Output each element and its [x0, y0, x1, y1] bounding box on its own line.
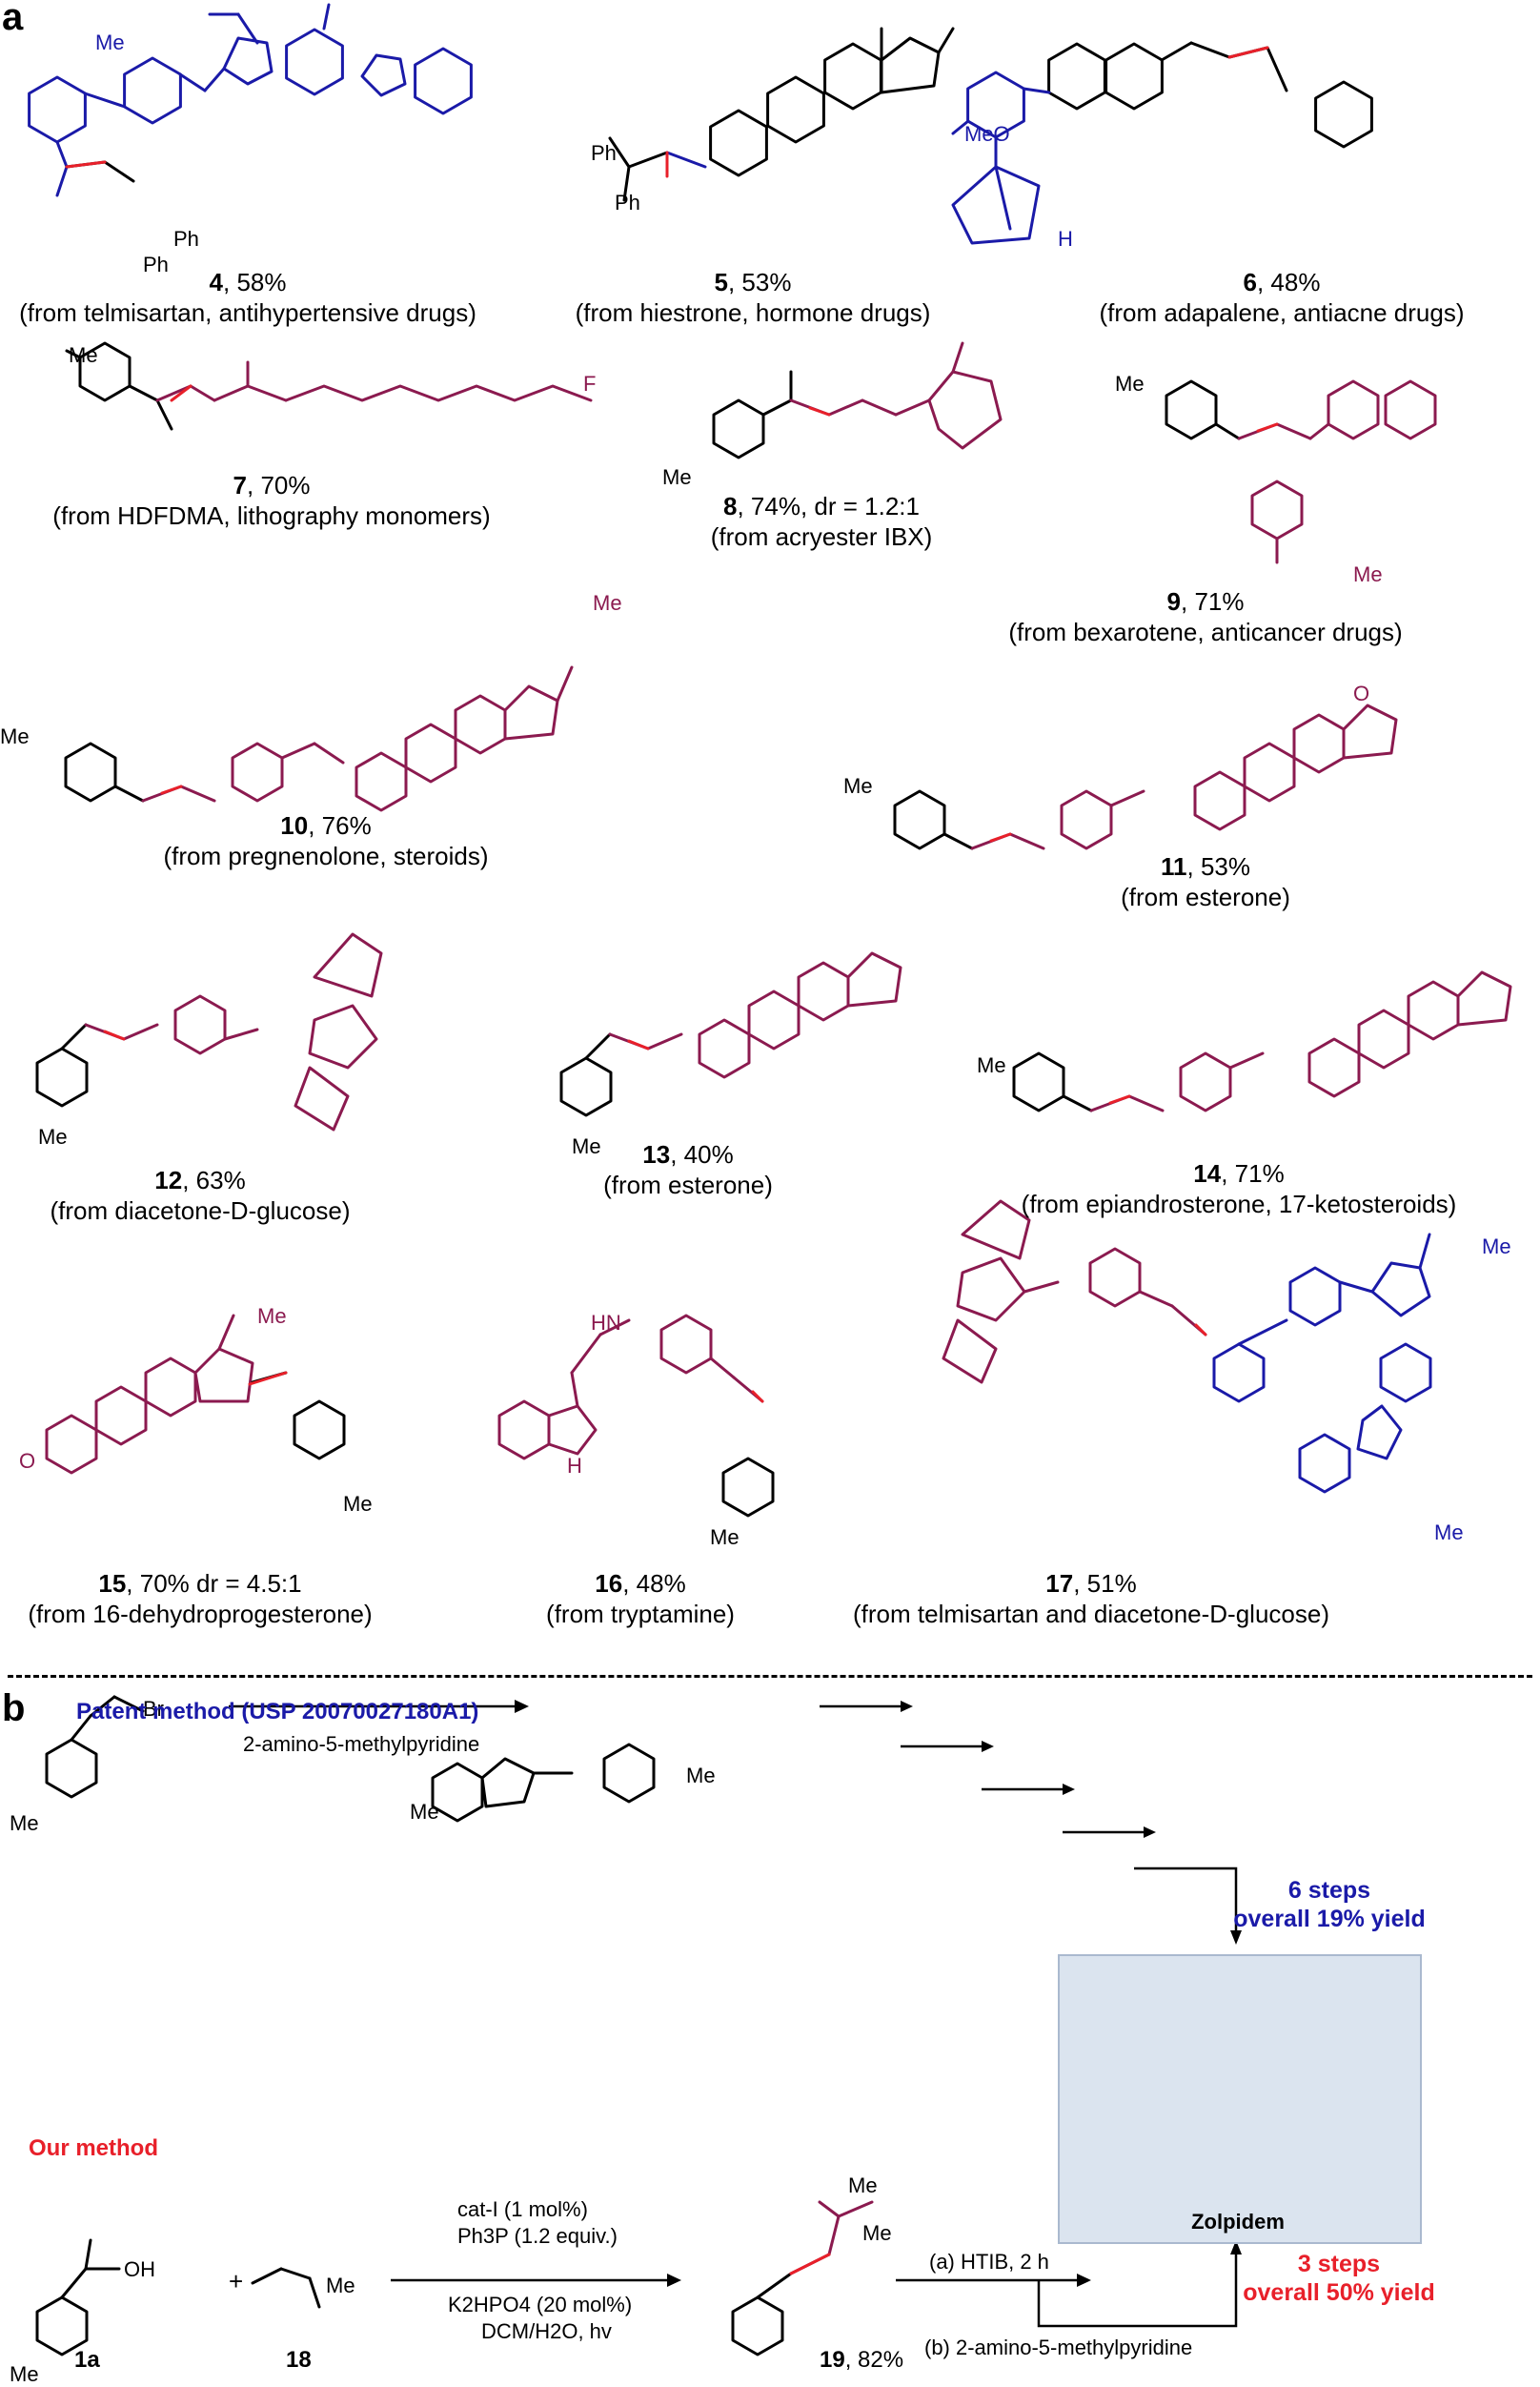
structure-4 [28, 3, 473, 197]
atom-label-me: Me [848, 2173, 878, 2197]
compound-19-label: 19, 82% [820, 2347, 904, 2373]
atom-label-me: Me [95, 31, 125, 54]
zolpidem-box [1058, 1954, 1422, 2244]
section-divider [8, 1675, 1532, 1678]
structure-13 [559, 1032, 613, 1117]
atom-label-br: Br [143, 1697, 164, 1721]
atom-label-ph: Ph [143, 253, 169, 276]
atom-label-me: Me [1482, 1234, 1511, 1258]
atom-label-me: Me [977, 1053, 1006, 1077]
plus-sign: + [229, 2267, 244, 2295]
compound-12-caption: 12, 63%(from diacetone-D-glucose) [50, 1166, 351, 1225]
atom-label-h: H [567, 1454, 582, 1478]
atom-label-me: Me [572, 1134, 601, 1158]
compound-1a-label: 1a [74, 2347, 100, 2373]
compound-14-caption: 14, 71%(from epiandrosterone, 17-ketoste… [1021, 1159, 1457, 1218]
atom-label-ph: Ph [173, 227, 199, 251]
atom-label-me: Me [0, 724, 30, 748]
atom-label-ph: Ph [615, 191, 640, 214]
our-route-drawing [35, 2238, 793, 2356]
atom-label-me: Me [662, 465, 692, 489]
atom-label-me: Me [686, 1764, 716, 1787]
atom-label-hn: HN [591, 1311, 621, 1335]
reagent-base: K2HPO4 (20 mol%) [448, 2293, 633, 2316]
reagent-ph3p: Ph3P (1.2 equiv.) [457, 2224, 618, 2248]
atom-label-me: Me [38, 1125, 68, 1149]
structure-8 [712, 370, 793, 459]
patent-route-drawing [45, 1695, 656, 1823]
atom-label-me: Me [10, 2362, 39, 2386]
atom-label-me: Me [1353, 562, 1383, 586]
compound-16-caption: 16, 48%(from tryptamine) [546, 1569, 735, 1628]
step-b: (b) 2-amino-5-methylpyridine [924, 2336, 1193, 2359]
structure-14 [1012, 1051, 1093, 1112]
atom-label-me: Me [862, 2221, 892, 2245]
compound-4-caption: 4, 58%(from telmisartan, antihypertensiv… [19, 268, 476, 327]
compound-17-caption: 17, 51%(from telmisartan and diacetone-D… [853, 1569, 1329, 1628]
step-a: (a) HTIB, 2 h [929, 2250, 1049, 2274]
atom-label-me: Me [69, 343, 98, 367]
panel-label-b: b [2, 1687, 26, 1729]
our-method-title: Our method [29, 2135, 158, 2161]
atom-label-o: O [1353, 682, 1370, 705]
atom-label-me: Me [326, 2274, 355, 2297]
reagent-solvent: DCM/H2O, hv [481, 2319, 612, 2343]
atom-label-h: H [1058, 227, 1073, 251]
structure-12 [35, 1023, 89, 1108]
atom-label-me: Me [593, 591, 622, 615]
zolpidem-label: Zolpidem [1191, 2210, 1285, 2234]
atom-label-me: Me [843, 774, 873, 798]
atom-label-me: Me [710, 1525, 740, 1549]
atom-label-me: Me [1434, 1520, 1464, 1544]
panel-label-a: a [2, 0, 24, 38]
structure-11 [893, 789, 974, 850]
patent-reagent: 2-amino-5-methylpyridine [243, 1732, 480, 1756]
atom-label-oh: OH [124, 2257, 155, 2281]
atom-label-ph: Ph [591, 141, 617, 165]
compound-8-caption: 8, 74%, dr = 1.2:1(from acryester IBX) [710, 492, 933, 551]
atom-label-me: Me [343, 1492, 373, 1516]
atom-label-meo: MeO [964, 122, 1010, 146]
structure-16 [497, 1314, 764, 1460]
structure-7 [65, 341, 173, 431]
compound-7-caption: 7, 70%(from HDFDMA, lithography monomers… [52, 471, 491, 530]
patent-method-title: Patent method (USP 20070027180A1) [76, 1699, 479, 1724]
compound-10-caption: 10, 76%(from pregnenolone, steroids) [163, 811, 489, 870]
atom-label-me: Me [1115, 372, 1145, 396]
structure-17 [942, 1199, 1207, 1384]
structure-5 [608, 136, 669, 202]
compound-18-label: 18 [286, 2347, 312, 2373]
compound-6-caption: 6, 48%(from adapalene, antiacne drugs) [1099, 268, 1465, 327]
structure-9 [1165, 379, 1241, 440]
structure-10 [64, 742, 145, 803]
atom-label-o: O [19, 1449, 36, 1473]
structure-15 [45, 1314, 254, 1475]
atom-label-me: Me [257, 1304, 287, 1328]
atom-label-me: Me [410, 1800, 439, 1824]
compound-13-caption: 13, 40%(from esterone) [603, 1140, 773, 1199]
structure-6 [1047, 41, 1373, 149]
reagent-cat: cat-I (1 mol%) [457, 2197, 588, 2221]
atom-label-me: Me [10, 1811, 39, 1835]
compound-15-caption: 15, 70% dr = 4.5:1(from 16-dehydroproges… [28, 1569, 373, 1628]
compound-9-caption: 9, 71%(from bexarotene, anticancer drugs… [1008, 587, 1403, 646]
atom-label-f: F [583, 372, 597, 396]
compound-5-caption: 5, 53%(from hiestrone, hormone drugs) [575, 268, 931, 327]
compound-11-caption: 11, 53%(from esterone) [1121, 852, 1290, 911]
